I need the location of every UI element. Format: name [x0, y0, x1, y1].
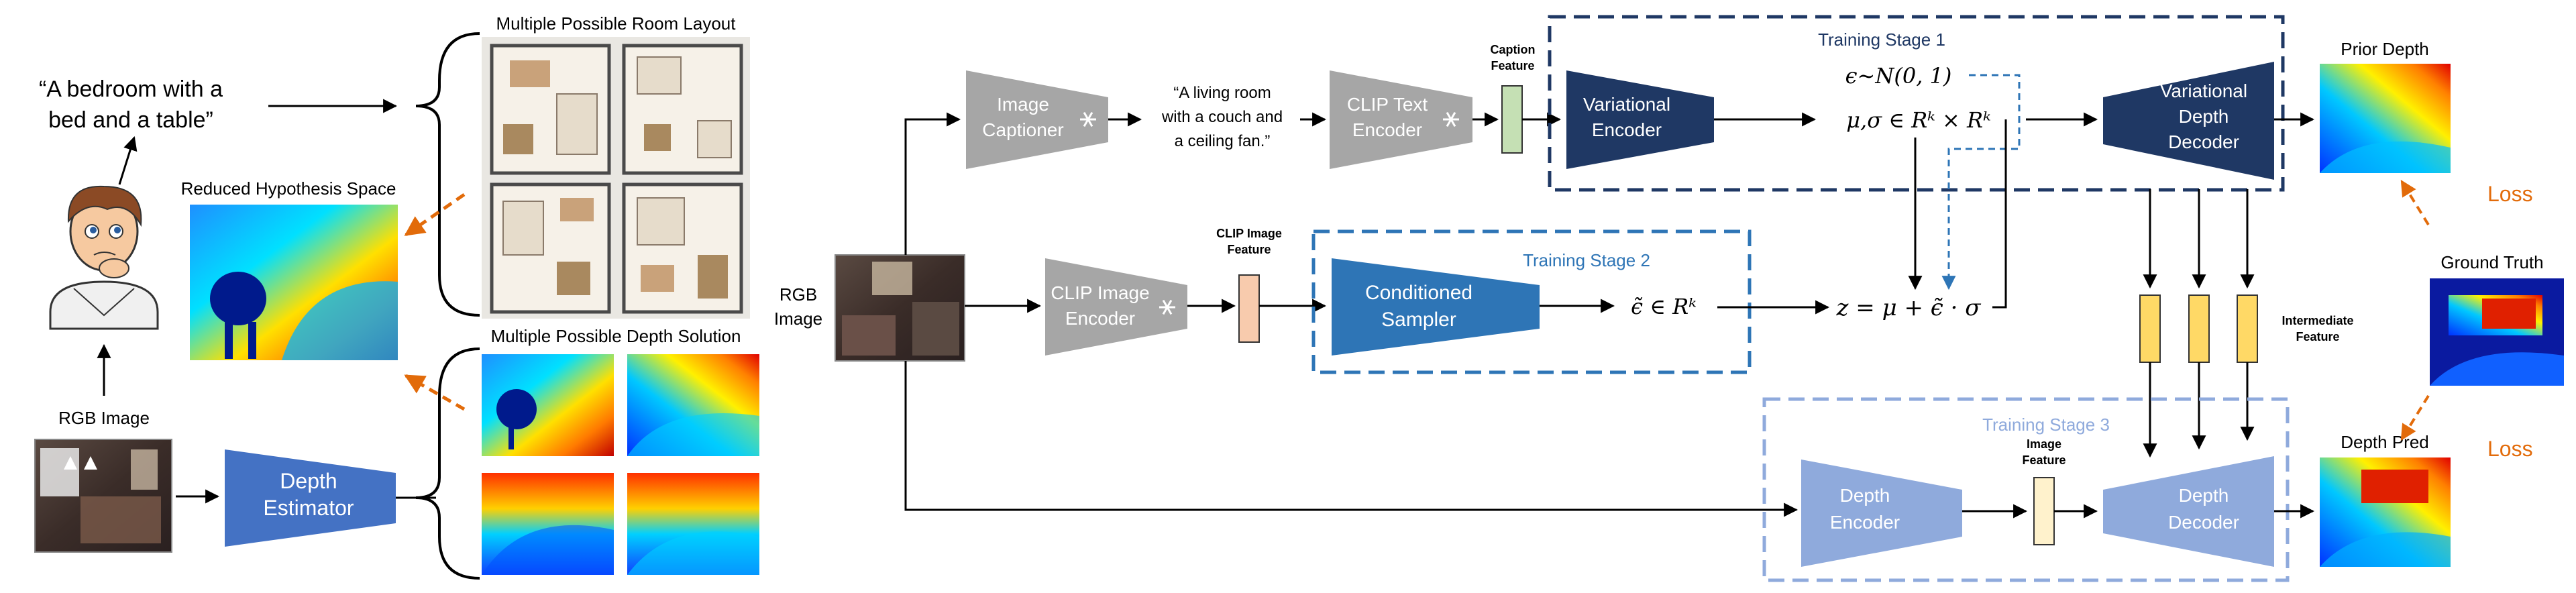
dashed-arrow-layout-to-reduced [404, 193, 466, 237]
clip-image-feature-label-2: Feature [1227, 243, 1271, 256]
clip-text-encoder-label-2: Encoder [1352, 119, 1422, 140]
variational-encoder-label-2: Encoder [1592, 119, 1662, 140]
room-layout-label: Multiple Possible Room Layout [496, 13, 737, 34]
depth-decoder-block [2103, 456, 2274, 567]
var-depth-decoder-label-1: Variational [2160, 80, 2247, 101]
conditioned-sampler-block [1332, 258, 1540, 356]
brace-room-layouts [415, 32, 480, 317]
var-depth-decoder-label-3: Decoder [2168, 131, 2239, 152]
thinking-person-icon [49, 185, 159, 330]
ground-truth-image [2430, 278, 2564, 386]
conditioned-sampler-label-2: Sampler [1381, 309, 1456, 331]
reparam-equation: z = μ + ϵ̃ · σ [1836, 294, 1982, 321]
loss-label-bottom: Loss [2487, 437, 2533, 461]
clip-image-feature-label-1: CLIP Image [1216, 227, 1282, 240]
variational-encoder-label-1: Variational [1583, 94, 1670, 115]
depth-solution-label: Multiple Possible Depth Solution [491, 326, 741, 346]
training-stage-3-box [1762, 397, 2290, 582]
depth-encoder-label-2: Encoder [1830, 512, 1900, 533]
quote-line-2: bed and a table” [48, 107, 213, 133]
depth-solution-3 [482, 473, 614, 575]
dashed-arrow-gt-to-prior [2400, 179, 2430, 226]
rgb-input-label-1: RGB [780, 284, 817, 305]
clip-text-encoder-label-1: CLIP Text [1347, 94, 1428, 115]
floor-plan-4 [622, 182, 743, 314]
clip-image-encoder-block [1045, 258, 1187, 356]
ground-truth-label: Ground Truth [2440, 252, 2543, 272]
depth-pred-label: Depth Pred [2341, 432, 2429, 452]
training-stage-1-label: Training Stage 1 [1818, 30, 1945, 50]
rgb-input-label-2: Image [774, 309, 822, 329]
variational-encoder-block [1566, 70, 1714, 169]
variational-depth-decoder-block [2103, 62, 2274, 180]
rgb-photo-input [835, 254, 965, 362]
mu-sigma-space: μ,σ ∈ Rᵏ × Rᵏ [1846, 107, 1991, 133]
image-feature-bar [2033, 477, 2055, 545]
floor-plan-3 [490, 182, 611, 314]
dashed-arrow-epsilon-to-z [1941, 74, 2021, 290]
conditioned-sampler-label-1: Conditioned [1365, 282, 1472, 304]
dashed-arrow-depth-to-reduced [404, 374, 466, 411]
quote-line-1: “A bedroom with a [39, 76, 223, 102]
depth-encoder-block [1801, 460, 1962, 567]
reduced-hypothesis-depth-image [190, 205, 398, 360]
eps-tilde-space: ϵ̃ ∈ Rᵏ [1631, 294, 1697, 319]
intermediate-feature-bar-1 [2139, 294, 2161, 363]
brace-depth-solutions [415, 347, 480, 580]
depth-estimator-label-1: Depth [280, 469, 337, 493]
caption-line-1: “A living room [1173, 84, 1271, 102]
intermediate-feature-bar-2 [2188, 294, 2210, 363]
arrow-rgb-to-captioner [904, 112, 961, 255]
clip-text-encoder-block [1330, 70, 1472, 169]
floor-plan-2 [622, 44, 743, 175]
caption-feature-label-1: Caption [1491, 43, 1536, 56]
loss-label-top: Loss [2487, 182, 2533, 206]
intermediate-feature-bar-3 [2237, 294, 2258, 363]
clip-image-encoder-label-1: CLIP Image [1051, 282, 1149, 303]
training-stage-3-label: Training Stage 3 [1982, 415, 2110, 435]
image-feature-label-1: Image [2027, 437, 2061, 451]
reduced-hypothesis-label: Reduced Hypothesis Space [181, 178, 396, 199]
image-captioner-block [966, 70, 1108, 169]
arrow-rgb-to-depth-encoder [904, 361, 1799, 517]
epsilon-distribution: ϵ∼N(0, 1) [1845, 63, 1952, 89]
caption-line-2: with a couch and [1161, 108, 1283, 126]
var-depth-decoder-label-2: Depth [2179, 106, 2229, 127]
caption-feature-bar [1501, 85, 1523, 154]
clip-image-encoder-label-2: Encoder [1065, 308, 1135, 329]
prior-depth-image [2320, 64, 2451, 173]
depth-encoder-label-1: Depth [1840, 485, 1890, 506]
floor-plan-1 [490, 44, 611, 175]
dashed-arrow-gt-to-pred [2400, 394, 2430, 441]
intermediate-feature-label-2: Feature [2296, 330, 2339, 343]
caption-feature-label-2: Feature [1491, 59, 1534, 72]
depth-estimator-label-2: Estimator [263, 496, 354, 520]
depth-decoder-label-1: Depth [2179, 485, 2229, 506]
depth-decoder-label-2: Decoder [2168, 512, 2239, 533]
clip-image-feature-bar [1238, 274, 1260, 343]
depth-solution-4 [627, 473, 759, 575]
prior-depth-label: Prior Depth [2341, 39, 2429, 59]
depth-estimator-block [225, 449, 396, 547]
caption-line-3: a ceiling fan.” [1175, 132, 1271, 150]
line-z-to-decoder [1992, 119, 2007, 309]
rgb-photo-left [34, 439, 172, 553]
rgb-image-label-left: RGB Image [58, 408, 150, 428]
arrow-person-to-quote [118, 136, 138, 185]
image-captioner-label-2: Captioner [982, 119, 1063, 140]
training-stage-2-box [1311, 229, 1752, 374]
training-stage-2-label: Training Stage 2 [1523, 250, 1650, 270]
image-feature-label-2: Feature [2022, 453, 2065, 467]
depth-pred-image [2320, 457, 2451, 567]
image-captioner-label-1: Image [997, 94, 1049, 115]
depth-solution-1 [482, 354, 614, 456]
depth-solution-2 [627, 354, 759, 456]
intermediate-feature-label-1: Intermediate [2282, 314, 2353, 327]
training-stage-1-box [1548, 15, 2285, 192]
